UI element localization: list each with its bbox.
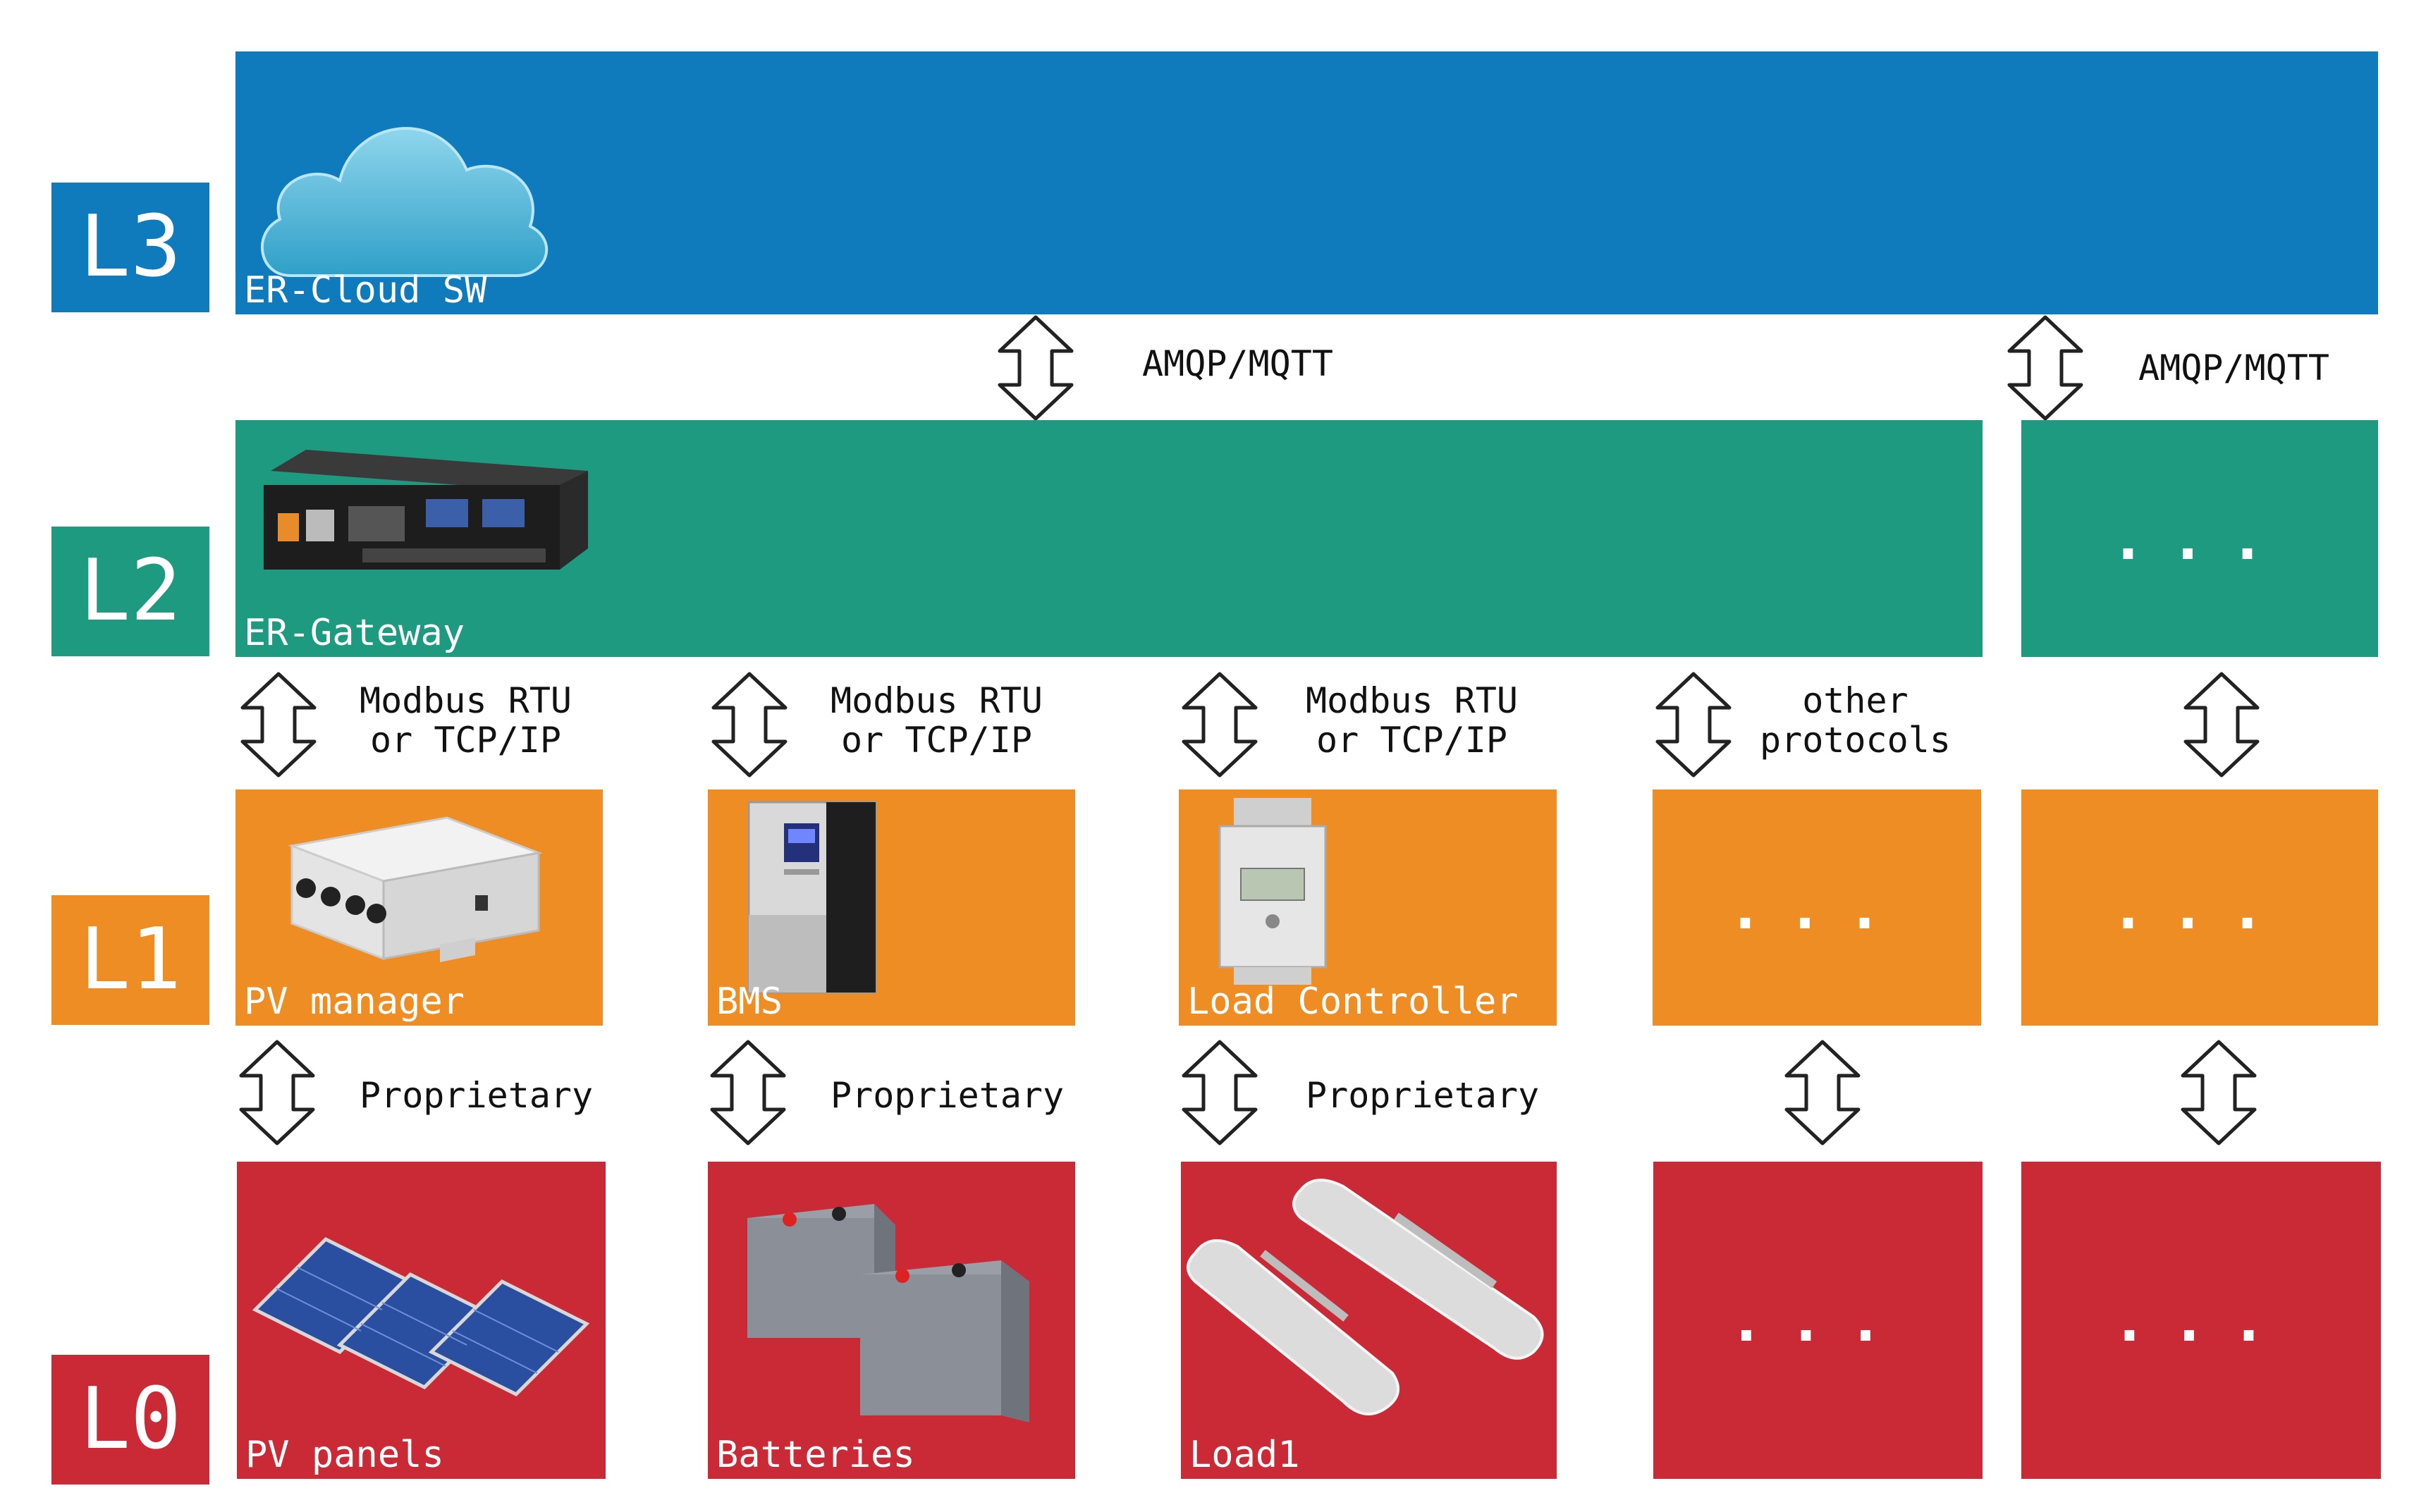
link-arrow-l1-l0-extra-2: [2181, 1040, 2257, 1145]
er-gateway-block: ER-Gateway: [235, 420, 1983, 657]
cloud-icon: [261, 127, 549, 277]
link-label-l1-l0-bms: Proprietary: [831, 1075, 1065, 1116]
load-controller-caption: Load Controller: [1187, 981, 1519, 1023]
link-arrow-l1-l0-load: [1182, 1040, 1258, 1145]
load1-caption: Load1: [1189, 1434, 1300, 1476]
link-arrow-l3-l2-extra: [2007, 315, 2083, 421]
link-arrow-l1-l0-bms: [710, 1040, 786, 1145]
device-extra-ellipsis-1: ...: [1727, 873, 1906, 942]
bms-block: BMS: [708, 789, 1075, 1026]
link-arrow-l1-l0-extra-1: [1784, 1040, 1861, 1145]
solar-panel-icon: [252, 1236, 590, 1397]
device-extra-block-1: ...: [1653, 789, 1981, 1026]
level-label-l1: L1: [51, 895, 209, 1025]
batteries-block: Batteries: [708, 1162, 1075, 1479]
pv-panels-caption: PV panels: [245, 1434, 444, 1476]
link-arrow-l2-l1-pv: [240, 672, 317, 777]
light-fixture-icon: [1187, 1179, 1544, 1415]
load-extra-ellipsis-2: ...: [2112, 1286, 2291, 1355]
load-extra-block-1: ...: [1653, 1162, 1983, 1479]
load-controller-block: Load Controller: [1179, 789, 1557, 1026]
load-extra-block-2: ...: [2021, 1162, 2381, 1479]
level-label-l2: L2: [51, 527, 209, 656]
level-label-l3: L3: [51, 183, 209, 312]
batteries-caption: Batteries: [716, 1434, 915, 1476]
battery-icon: [747, 1204, 1029, 1422]
link-label-l3-l2-extra: AMQP/MQTT: [2138, 348, 2329, 388]
link-label-l3-l2-main: AMQP/MQTT: [1142, 343, 1333, 384]
device-extra-ellipsis-2: ...: [2110, 873, 2289, 942]
gateway-extra-block: ...: [2021, 420, 2378, 657]
link-arrow-l1-l0-pv: [239, 1040, 315, 1145]
level-label-l0: L0: [51, 1355, 209, 1485]
bms-caption: BMS: [716, 981, 783, 1023]
link-label-l1-l0-load: Proprietary: [1306, 1075, 1540, 1116]
link-arrow-l2-l1-extra: [2183, 672, 2260, 777]
load-extra-ellipsis-1: ...: [1728, 1286, 1908, 1355]
er-cloud-block: ER-Cloud SW: [235, 51, 2378, 314]
device-extra-block-2: ...: [2021, 789, 2378, 1026]
load1-block: Load1: [1181, 1162, 1557, 1479]
pv-manager-caption: PV manager: [244, 981, 465, 1023]
bms-device-icon: [747, 801, 877, 994]
pv-manager-device-icon: [288, 816, 543, 962]
link-arrow-l3-l2-main: [998, 315, 1074, 421]
link-label-l1-l0-pv: Proprietary: [360, 1075, 594, 1116]
pv-manager-block: PV manager: [235, 789, 603, 1026]
er-cloud-caption: ER-Cloud SW: [244, 269, 487, 312]
link-arrow-l2-l1-bms: [711, 672, 788, 777]
pv-panels-block: PV panels: [237, 1162, 606, 1479]
gateway-extra-ellipsis: ...: [2110, 504, 2289, 573]
er-gateway-caption: ER-Gateway: [244, 612, 465, 654]
link-arrow-l2-l1-other: [1655, 672, 1732, 777]
link-arrow-l2-l1-load: [1182, 672, 1258, 777]
gateway-device-icon: [264, 450, 588, 570]
load-controller-device-icon: [1218, 798, 1327, 985]
